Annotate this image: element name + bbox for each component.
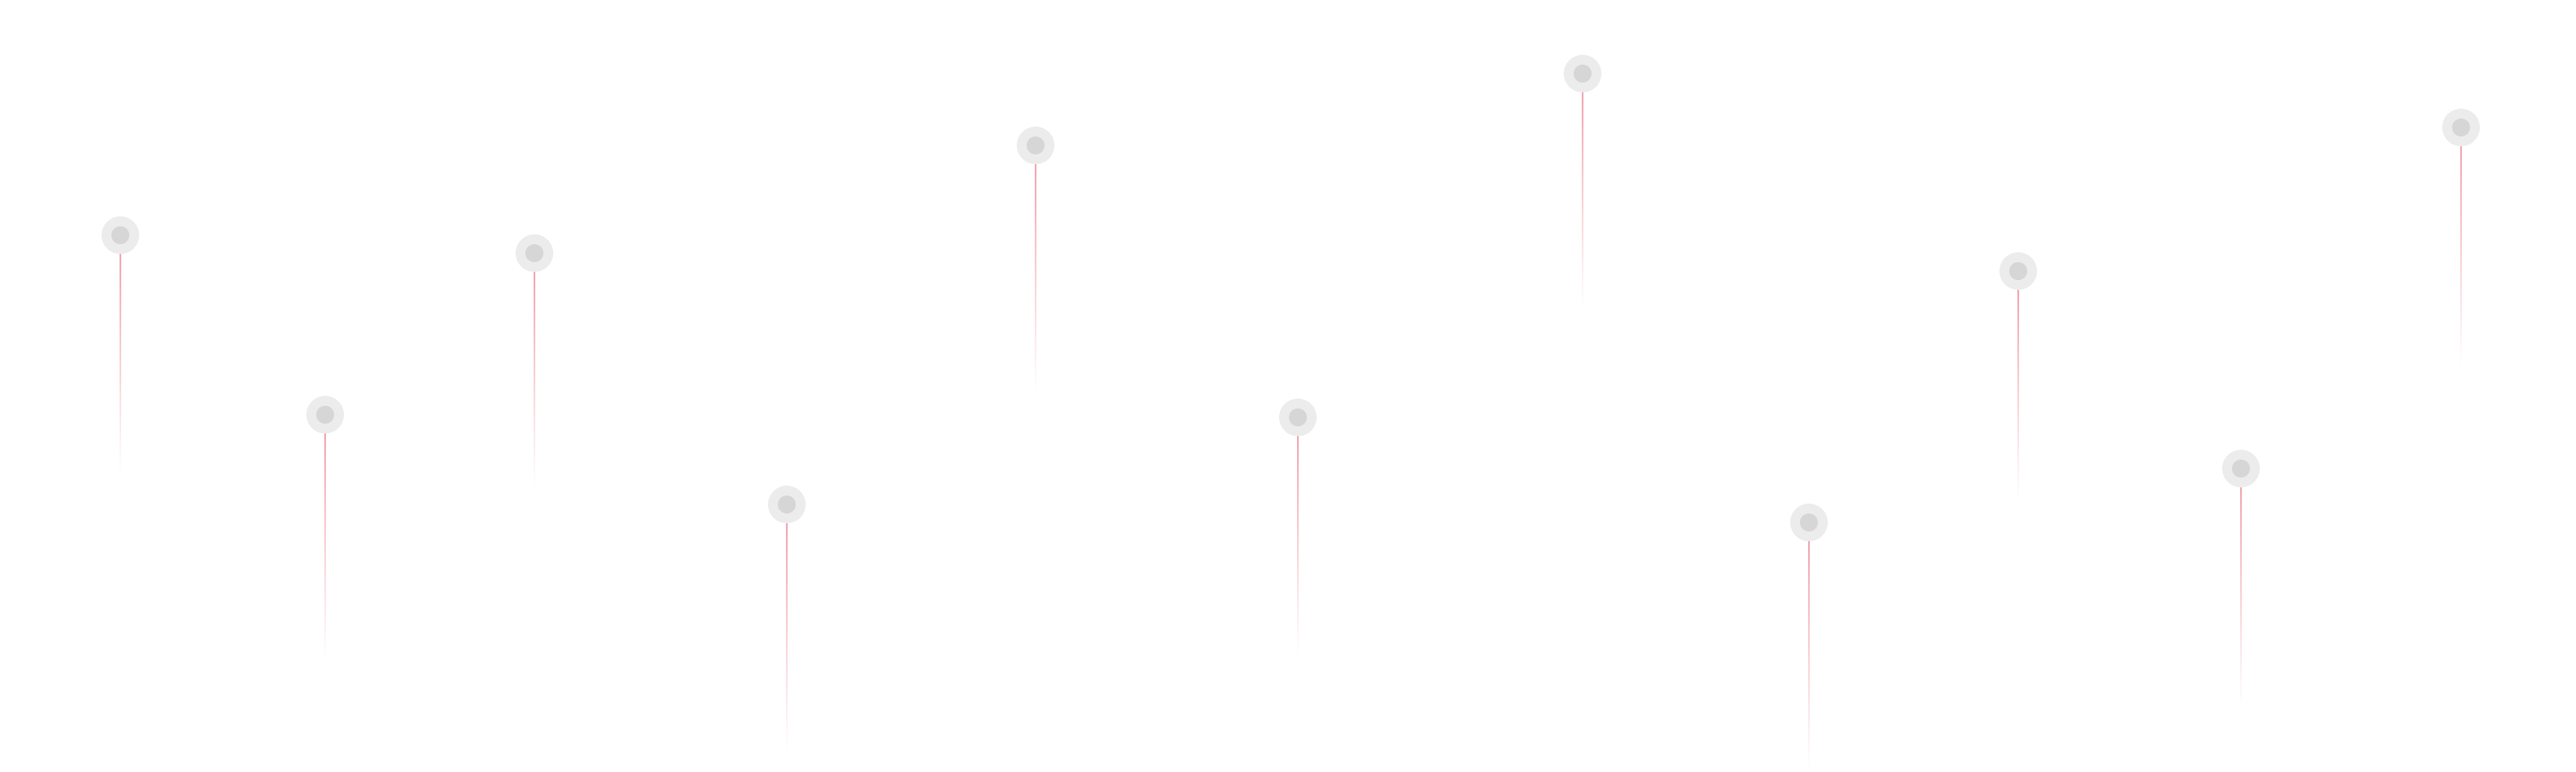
pin-stem (2240, 479, 2242, 708)
pin-dot (1574, 65, 1592, 83)
map-pin-icon (101, 216, 139, 475)
map-pin-icon (2222, 450, 2260, 708)
map-pin-icon (306, 396, 344, 663)
pin-stem (1035, 156, 1037, 394)
pin-stem (2017, 282, 2019, 502)
pin-dot (316, 406, 334, 424)
pin-dot (111, 226, 129, 244)
map-pin-icon (2442, 109, 2480, 367)
map-pin-icon (1999, 252, 2037, 502)
pin-stem (1808, 533, 1810, 771)
pins-group (101, 55, 2480, 771)
pin-stem (534, 264, 535, 488)
pin-dot (2452, 118, 2470, 136)
map-pin-icon (768, 486, 806, 753)
pin-stem (786, 515, 788, 753)
pin-dot (1027, 136, 1045, 154)
map-pin-icon (1279, 399, 1317, 657)
pin-stem (119, 246, 121, 475)
pin-stem (1297, 428, 1299, 657)
pin-stem (1582, 84, 1584, 309)
map-pin-icon (1564, 55, 1601, 309)
pin-dot (778, 496, 796, 513)
pin-dot (1800, 513, 1818, 531)
map-pin-icon (1790, 504, 1828, 771)
pin-dot (2232, 460, 2250, 478)
pin-dot (525, 244, 543, 262)
pin-dot (1289, 408, 1307, 426)
map-pin-icon (1017, 127, 1054, 394)
pin-stem (2460, 138, 2462, 367)
pin-dot (2009, 262, 2027, 280)
map-pin-icon (516, 234, 553, 488)
pin-stem (324, 425, 326, 663)
